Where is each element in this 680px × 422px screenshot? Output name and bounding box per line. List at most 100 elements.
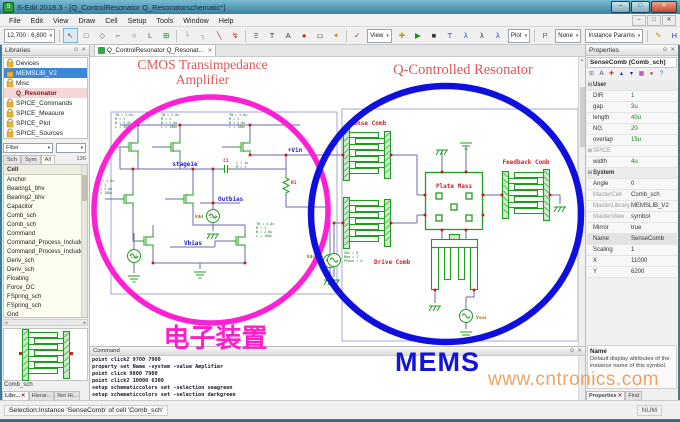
menu-edit[interactable]: Edit <box>30 15 43 25</box>
select-tool-icon[interactable]: ↖ <box>62 28 78 43</box>
cell-row[interactable]: Command_Process_Include <box>7 239 84 246</box>
cell-row[interactable]: Bearing2_bhv <box>7 194 45 201</box>
property-row-mastercell[interactable]: MasterCell Comb_sch <box>587 190 677 201</box>
move-down-icon[interactable]: ▾ <box>629 70 633 77</box>
cell-row[interactable]: Capacitor <box>7 203 34 210</box>
cell-row[interactable]: Deriv_sch <box>7 257 35 264</box>
menu-draw[interactable]: Draw <box>78 15 96 25</box>
scroll-right-icon[interactable]: ▸ <box>83 319 86 325</box>
property-row-x[interactable]: X 11000 <box>587 256 677 267</box>
edit-pencil-icon[interactable]: ✎ <box>655 31 662 40</box>
close-icon[interactable]: ✕ <box>207 47 213 54</box>
rectangle-tool-icon[interactable]: □ <box>83 31 89 40</box>
property-row-dir[interactable]: DIR 1 <box>587 91 677 102</box>
cell-row[interactable]: FSpring_sch <box>7 302 42 309</box>
instance-params-combo[interactable]: Instance Params ▾ <box>585 28 644 43</box>
dot-tool-icon[interactable]: ● <box>301 31 307 40</box>
command-log[interactable]: point click2 9700 7900 property set Name… <box>90 356 585 400</box>
wire-corner-tool-icon[interactable]: ┐ <box>200 31 206 40</box>
close-icon[interactable]: ✕ <box>81 47 86 53</box>
cell-row[interactable]: Anchor <box>7 176 27 183</box>
expand-icon[interactable]: ⊞ <box>587 148 593 154</box>
child-restore-button[interactable]: □ <box>647 14 661 26</box>
library-item-memslib[interactable]: MEMSLIB_V2 <box>4 68 87 78</box>
line-tool-icon[interactable]: L <box>148 31 153 40</box>
plot-combo[interactable]: Plot ▾ <box>507 28 531 43</box>
cell-row[interactable]: Force_DC <box>7 284 35 291</box>
maximize-button[interactable]: □ <box>631 1 650 13</box>
wire-zigzag-tool-icon[interactable]: ↯ <box>231 31 239 40</box>
path-tool-icon[interactable]: ▭ <box>316 31 324 40</box>
cell-row[interactable]: FSpring_sch <box>7 293 42 300</box>
library-item-spice-plot[interactable]: SPICE_Plot <box>4 118 87 128</box>
add-property-icon[interactable]: ✚ <box>608 70 615 77</box>
cell-row[interactable]: Gnd <box>7 311 19 318</box>
property-row-y[interactable]: Y 6200 <box>587 267 677 278</box>
collapse-icon[interactable]: ⊟ <box>587 82 593 88</box>
property-row-width[interactable]: width 4u <box>587 157 677 168</box>
close-icon[interactable]: ✕ <box>577 348 582 354</box>
instance-tool-icon[interactable]: ⊞ <box>162 31 170 40</box>
t-spice-icon[interactable]: T <box>447 31 453 40</box>
help-icon[interactable]: ? <box>659 70 664 77</box>
canvas-vertical-scrollbar[interactable]: ▴ <box>578 57 585 346</box>
flash-tool-icon[interactable]: ✦ <box>332 31 340 40</box>
circle-tool-icon[interactable]: ○ <box>131 31 137 40</box>
pin-icon[interactable]: ⊙ <box>73 47 79 53</box>
property-row-gap[interactable]: gap 3u <box>587 102 677 113</box>
library-item-devices[interactable]: Devices <box>4 58 87 68</box>
cell-row[interactable]: Deriv_sch <box>7 266 35 273</box>
property-row-mirror[interactable]: Mirror true <box>587 223 677 234</box>
menu-cell[interactable]: Cell <box>105 15 118 25</box>
port-tool-icon[interactable]: Ξ <box>253 31 259 40</box>
tab-sym[interactable]: Sym <box>21 155 41 165</box>
tab-sch[interactable]: Sch <box>3 155 21 165</box>
cell-row[interactable]: Command <box>7 230 36 237</box>
schematic-canvas[interactable]: Sense Comb Drive Comb Feedback Comb Plat… <box>90 57 585 346</box>
property-row-overlap[interactable]: overlap 15u <box>587 135 677 146</box>
property-row-name[interactable]: Name SenseComb <box>587 234 677 245</box>
wire-tool-icon[interactable]: └ <box>184 31 190 40</box>
filter-value-select[interactable]: ▾ <box>56 143 86 153</box>
library-item-spice-commands[interactable]: SPICE_Commands <box>4 98 87 108</box>
menu-window[interactable]: Window <box>183 15 209 25</box>
cell-list-scrollbar[interactable] <box>81 165 87 317</box>
library-item-spice-measure[interactable]: SPICE_Measure <box>4 108 87 118</box>
menu-view[interactable]: View <box>52 15 69 25</box>
cell-row[interactable]: Command_Process_Include <box>7 248 84 255</box>
library-item-q-resonator[interactable]: Q_Resonator <box>4 88 87 98</box>
cell-row[interactable]: Comb_sch <box>7 221 37 228</box>
wire-diagonal-tool-icon[interactable]: ╲ <box>216 31 222 40</box>
cell-row[interactable]: Bearing1_bhv <box>7 185 45 192</box>
cell-list-header[interactable]: Cell <box>4 165 87 175</box>
cell-row[interactable]: Comb_sch <box>7 212 37 219</box>
scroll-up-icon[interactable]: ▴ <box>580 57 584 62</box>
hierarchy-icon[interactable]: H <box>671 31 678 40</box>
text-k-icon[interactable]: A <box>599 70 604 77</box>
filter-select[interactable]: Filter ▾ <box>3 143 53 153</box>
menu-file[interactable]: File <box>9 15 21 25</box>
library-item-spice-sources[interactable]: SPICE_Sources <box>4 128 87 138</box>
view-combo[interactable]: View ▾ <box>367 28 392 43</box>
lambda-icon[interactable]: λ <box>496 31 500 40</box>
label-tool-icon[interactable]: A <box>285 31 291 40</box>
child-close-button[interactable]: ✕ <box>662 14 676 26</box>
stop-simulation-icon[interactable]: ■ <box>431 31 437 40</box>
command-scrollbar[interactable] <box>578 356 585 400</box>
lambda-icon[interactable]: λ <box>464 31 468 40</box>
scroll-left-icon[interactable]: ◂ <box>5 319 8 325</box>
zoom-coords-combo[interactable]: 12,700 : 6,800 ▾ <box>4 28 56 43</box>
property-row-spice[interactable]: ⊞ SPICE <box>587 146 677 157</box>
dot-icon[interactable]: ● <box>649 70 654 77</box>
property-row-ng[interactable]: NG 20 <box>587 124 677 135</box>
run-simulation-icon[interactable]: ▶ <box>415 31 421 40</box>
property-section-system[interactable]: ⊟ System <box>587 168 677 179</box>
close-icon[interactable]: ✕ <box>617 393 623 399</box>
move-up-icon[interactable]: ▴ <box>619 70 623 77</box>
expand-all-icon[interactable]: ⊞ <box>588 70 595 77</box>
none-combo[interactable]: None ▾ <box>555 28 582 43</box>
pin-icon[interactable]: ⊙ <box>662 47 668 53</box>
probe-p-icon[interactable]: P <box>542 31 548 40</box>
property-row-scaling[interactable]: Scaling 1 <box>587 245 677 256</box>
property-row-masterview[interactable]: MasterView symbol <box>587 212 677 223</box>
